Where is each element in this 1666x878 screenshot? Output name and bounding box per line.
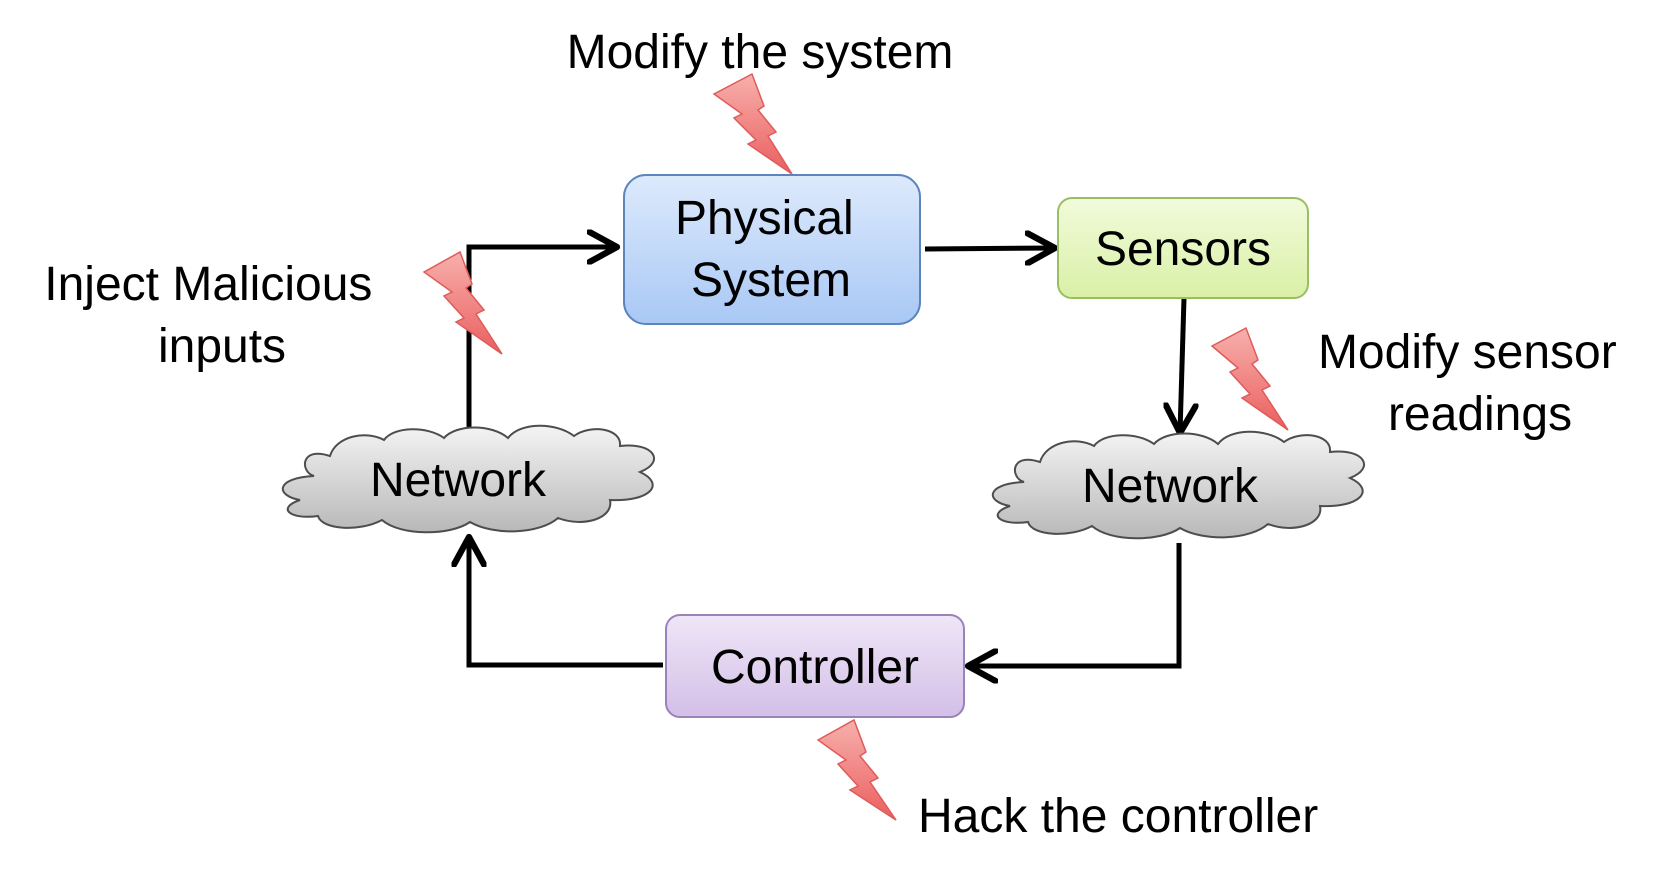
controller-label: Controller: [711, 641, 919, 694]
node-controller: Controller: [665, 614, 965, 718]
controller-box: [665, 614, 965, 718]
lightning-bolt-icon: [422, 250, 503, 355]
edge-network-left-to-physical: [466, 247, 617, 430]
physical-system-box: [623, 174, 921, 325]
edge-network-right-to-controller: [968, 543, 1182, 666]
node-network-left: Network: [282, 424, 655, 534]
lightning-bolt-icon: [1210, 326, 1289, 431]
network-right-label: Network: [1082, 460, 1259, 513]
edge-controller-to-network-left: [469, 537, 663, 668]
edge-sensors-to-network-right: [1180, 297, 1184, 433]
annotation-bolts: [422, 72, 1289, 821]
physical-system-label: Physical System: [675, 192, 867, 307]
node-network-right: Network: [992, 430, 1365, 540]
cloud-icon: [282, 424, 655, 534]
edge-physical-to-sensors: [924, 248, 1055, 249]
node-physical-system: Physical System: [623, 174, 921, 325]
node-sensors: Sensors: [1057, 197, 1309, 299]
annotation-inject-inputs: Inject Malicious inputs: [44, 258, 385, 373]
annotation-hack-controller: Hack the controller: [918, 790, 1318, 843]
cloud-icon: [992, 430, 1365, 540]
lightning-bolt-icon: [816, 718, 897, 821]
sensors-label: Sensors: [1095, 223, 1271, 276]
lightning-bolt-icon: [712, 72, 793, 175]
sensors-box: [1057, 197, 1309, 299]
annotation-modify-sensor: Modify sensor readings: [1318, 326, 1630, 441]
annotation-modify-system: Modify the system: [567, 26, 954, 79]
network-left-label: Network: [370, 454, 547, 507]
edges: [469, 247, 1184, 666]
